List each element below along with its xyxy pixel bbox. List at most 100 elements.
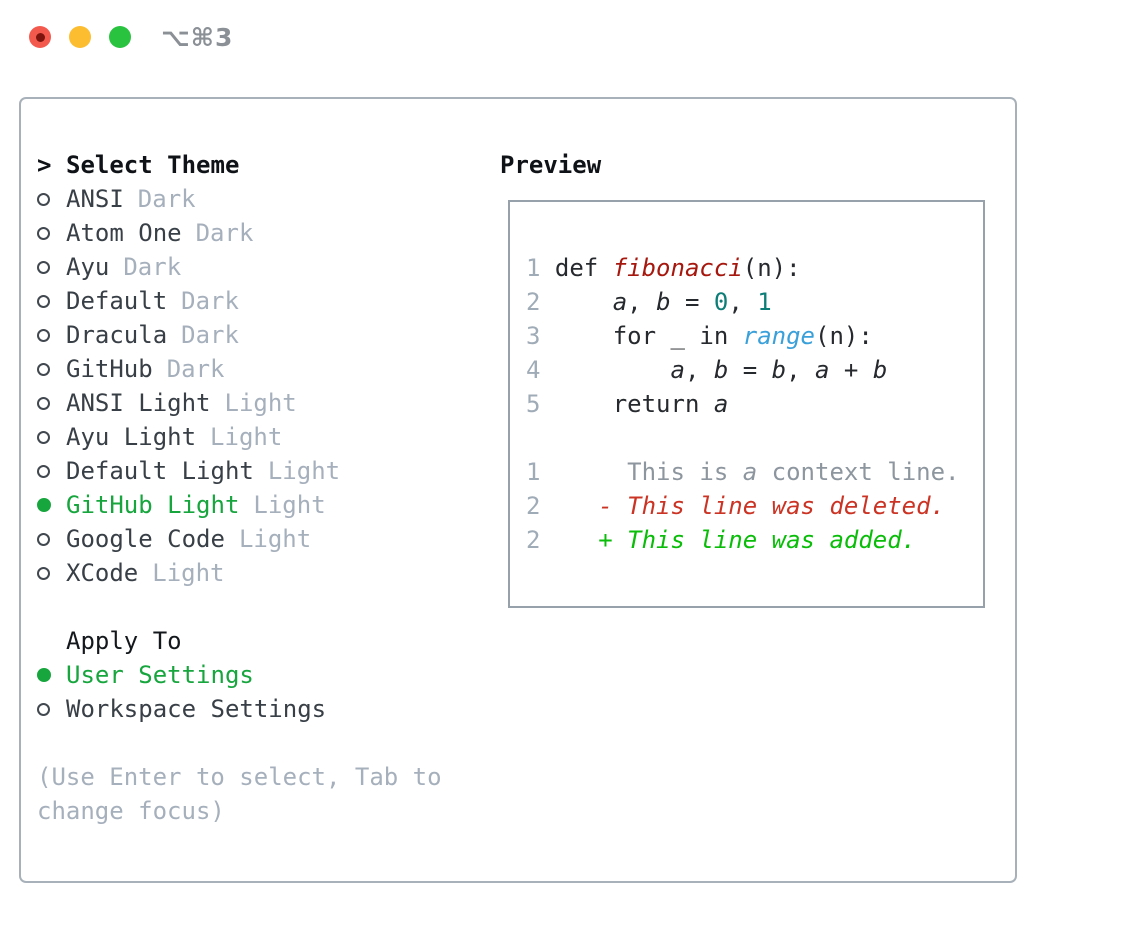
radio-unselected-icon [37, 702, 50, 716]
radio-unselected-icon [37, 192, 50, 206]
theme-option-default-light[interactable]: Default Light Light [37, 454, 442, 488]
apply-to-header: Apply To [37, 624, 442, 658]
radio-column [37, 226, 66, 240]
theme-option-github-light[interactable]: GitHub Light Light [37, 488, 442, 522]
code-segment: a [713, 390, 729, 418]
radio-column [37, 532, 66, 546]
line-number: 3 [526, 322, 541, 350]
theme-option-ayu[interactable]: Ayu Dark [37, 250, 442, 284]
apply-option-user-settings[interactable]: User Settings [37, 658, 442, 692]
code-segment [540, 492, 598, 520]
preview-line: 5 return a [526, 387, 983, 421]
option-label: Default Light [66, 457, 254, 485]
line-number: 4 [526, 356, 541, 384]
option-label: Default [66, 287, 168, 315]
radio-unselected-icon [37, 362, 50, 376]
close-window-button[interactable] [29, 26, 51, 48]
prompt-chevron-icon: > [37, 151, 52, 179]
radio-column [37, 566, 66, 580]
radio-selected-icon [37, 668, 51, 682]
theme-option-ayu-light[interactable]: Ayu Light Light [37, 420, 442, 454]
option-variant-label: Light [267, 457, 341, 485]
minimize-window-button[interactable] [69, 26, 91, 48]
option-label: Ayu [66, 253, 110, 281]
option-label: GitHub [66, 355, 153, 383]
code-segment: b [872, 356, 888, 384]
line-number: 5 [526, 390, 541, 418]
option-variant-label: Dark [137, 185, 196, 213]
option-label: Workspace Settings [66, 695, 327, 723]
preview-line: 3 for _ in range(n): [526, 319, 983, 353]
line-number: 1 [526, 458, 541, 486]
radio-unselected-icon [37, 294, 50, 308]
code-segment: context line. [757, 458, 960, 486]
radio-unselected-icon [37, 226, 50, 240]
option-variant-label: Light [152, 559, 225, 587]
code-segment: 0 [713, 288, 729, 316]
radio-unselected-icon [37, 566, 50, 580]
option-variant-label: Dark [123, 253, 182, 281]
code-segment: range [742, 322, 815, 350]
theme-option-xcode[interactable]: XCode Light [37, 556, 442, 590]
traffic-lights [29, 26, 131, 48]
code-segment [540, 458, 627, 486]
theme-option-default[interactable]: Default Dark [37, 284, 442, 318]
option-label: User Settings [66, 661, 254, 689]
radio-column [37, 498, 66, 512]
titlebar: ⌥⌘3 [0, 0, 1140, 74]
code-segment: + This line was added. [598, 526, 917, 554]
hint-text-line: change focus) [37, 797, 225, 825]
radio-column [37, 260, 66, 274]
preview-line: 4 a, b = b, a + b [526, 353, 983, 387]
preview-line: 2 + This line was added. [526, 523, 983, 557]
radio-unselected-icon [37, 430, 50, 444]
radio-unselected-icon [37, 328, 50, 342]
theme-option-github[interactable]: GitHub Dark [37, 352, 442, 386]
code-segment: def [540, 254, 613, 282]
option-variant-label: Dark [166, 355, 225, 383]
code-segment: a [612, 288, 628, 316]
option-label: GitHub Light [66, 491, 240, 519]
preview-line: 2 - This line was deleted. [526, 489, 983, 523]
line-number: 2 [526, 288, 541, 316]
preview-line: 1 This is a context line. [526, 455, 983, 489]
code-segment: , [684, 356, 714, 384]
radio-column [37, 396, 66, 410]
window-title-shortcut: ⌥⌘3 [161, 22, 234, 52]
option-variant-label: Light [210, 423, 283, 451]
code-segment: , [728, 288, 758, 316]
code-segment: a [670, 356, 685, 384]
radio-column [37, 362, 66, 376]
spacer [37, 726, 442, 760]
line-number: 2 [526, 492, 541, 520]
zoom-window-button[interactable] [109, 26, 131, 48]
code-segment: b [771, 356, 787, 384]
radio-column [37, 430, 66, 444]
option-label: ANSI Light [66, 389, 211, 417]
code-segment [540, 356, 670, 384]
option-variant-label: Dark [181, 287, 239, 315]
apply-option-workspace-settings[interactable]: Workspace Settings [37, 692, 442, 726]
radio-column [37, 702, 66, 716]
option-variant-label: Light [253, 491, 326, 519]
radio-unselected-icon [37, 260, 50, 274]
option-label: Ayu Light [66, 423, 197, 451]
preview-line [526, 421, 983, 455]
option-label: Google Code [66, 525, 225, 553]
line-number: 2 [526, 526, 541, 554]
option-label: Dracula [66, 321, 168, 349]
code-segment: = [670, 288, 714, 316]
code-segment: This is [627, 458, 743, 486]
option-label: XCode [66, 559, 139, 587]
code-segment: 1 [757, 288, 772, 316]
